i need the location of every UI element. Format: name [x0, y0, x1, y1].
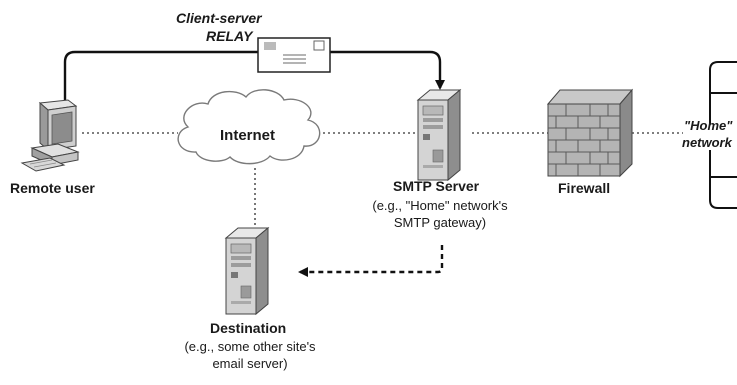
- destination-desc-line1: (e.g., some other site's: [184, 339, 316, 354]
- relay-label-line1: Client-server: [176, 10, 262, 26]
- remote-user-label: Remote user: [10, 180, 95, 196]
- internet-label: Internet: [220, 127, 276, 144]
- brick-wall-icon: [546, 88, 634, 178]
- server-icon: [416, 88, 462, 182]
- smtp-server-desc-line1: (e.g., "Home" network's: [372, 198, 508, 213]
- firewall-label: Firewall: [558, 180, 611, 196]
- cloud-icon: [177, 89, 321, 165]
- relay-path-arrow: [63, 50, 445, 100]
- network-links: [82, 132, 683, 228]
- smtp-server-label: SMTP Server: [393, 178, 480, 194]
- delivery-path-arrow: [298, 245, 444, 277]
- destination-desc-line2: email server): [212, 356, 288, 371]
- home-network-label-line2: network: [682, 135, 732, 150]
- network-rack-icon: [709, 61, 737, 209]
- destination-label: Destination: [210, 320, 287, 336]
- envelope-icon: [257, 37, 331, 73]
- smtp-server-desc-line2: SMTP gateway): [393, 215, 487, 230]
- server-icon: [224, 226, 270, 316]
- home-network-label-line1: "Home": [684, 118, 733, 133]
- relay-label-line2: RELAY: [206, 28, 253, 44]
- workstation-icon: [20, 99, 80, 172]
